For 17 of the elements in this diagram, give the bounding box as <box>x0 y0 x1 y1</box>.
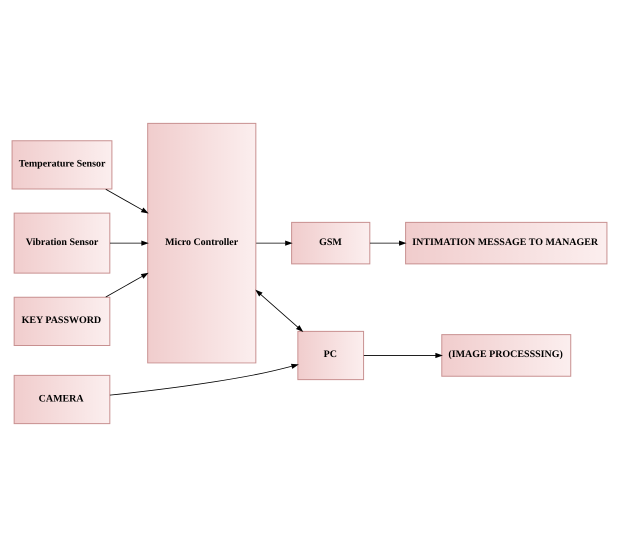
node-box: Micro Controller <box>147 122 256 364</box>
node-box: (IMAGE PROCESSSING) <box>441 334 572 377</box>
node-box: Vibration Sensor <box>14 212 110 274</box>
node-box: KEY PASSWORD <box>14 296 110 346</box>
arrow <box>255 290 304 332</box>
arrow <box>105 188 149 214</box>
node-box: PC <box>297 330 364 380</box>
arrow <box>363 352 443 358</box>
arrow <box>105 272 149 298</box>
arrow <box>370 240 407 246</box>
arrow <box>256 240 293 246</box>
node-box: CAMERA <box>14 374 110 424</box>
node-box: Temperature Sensor <box>12 140 112 190</box>
node-box: GSM <box>291 222 370 264</box>
node-box: INTIMATION MESSAGE TO MANAGER <box>405 222 608 264</box>
arrow <box>109 364 299 396</box>
arrow <box>110 240 149 246</box>
